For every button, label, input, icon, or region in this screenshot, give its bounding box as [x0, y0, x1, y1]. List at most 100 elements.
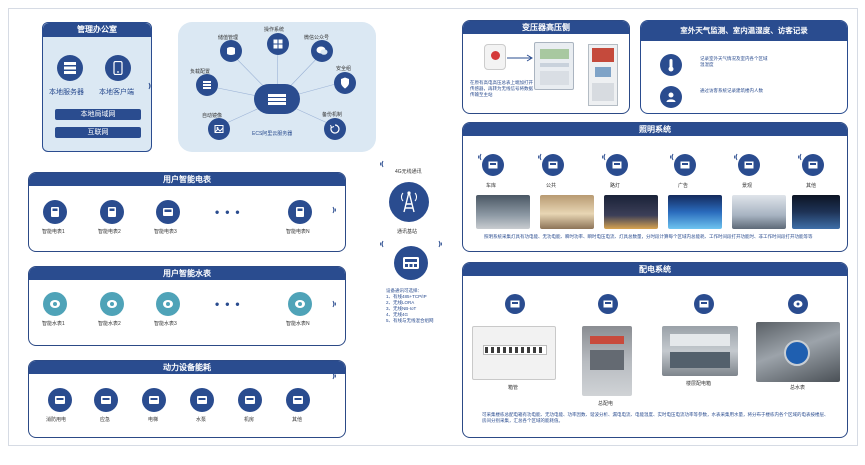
thermometer-icon	[660, 54, 682, 76]
public-area-photo	[540, 195, 594, 229]
electric-title: 用户智能电表	[29, 173, 345, 186]
water-meter-icon-n	[288, 292, 312, 316]
comm-wifi-left-icon	[380, 240, 384, 248]
comm-option-4: 4、无线4G	[386, 312, 409, 317]
comm-wifi-right-icon	[438, 240, 442, 248]
lighting-label-1: 车库	[486, 183, 497, 189]
electric-wifi-icon	[332, 206, 336, 214]
garage-photo	[476, 195, 530, 229]
office-wifi-icon	[148, 82, 152, 90]
electric-meter-icon-n	[288, 200, 312, 224]
client-label: 本地客户端	[99, 89, 134, 96]
power-wifi-icon	[332, 372, 336, 380]
office-panel: 管理办公室 本地服务器 本地客户端 本地局域网 互联网	[42, 22, 152, 152]
meter-device-image	[534, 42, 574, 90]
emergency-icon	[94, 388, 118, 412]
electric-meter-icon-3	[156, 200, 180, 224]
advertising-photo	[668, 195, 722, 229]
water-meter-icon-2	[100, 292, 124, 316]
lighting-wifi-icon-3	[598, 148, 606, 166]
lighting-desc: 照明系统采集灯具有功电能、无功电能、瞬时功率、瞬时电压电流、灯具总数量，分时段计…	[484, 234, 813, 239]
cloud-node-label-0: 储值管理	[218, 35, 239, 41]
lighting-meter-icon-1	[482, 154, 504, 176]
transformer-title: 变压器高压侧	[463, 21, 629, 34]
dist-caption-0: 箱管	[508, 385, 519, 391]
transformer-desc: 在原有高电高压总表上端加打开传感器，再转为无线信号将数据传输至主站	[470, 80, 533, 97]
comm-4g-label: 4G无线通讯	[395, 169, 422, 175]
dist-meter-icon-2	[598, 294, 618, 314]
comm-gateway-icon	[394, 246, 428, 280]
dist-meter-icon-1	[505, 294, 525, 314]
os-windows-icon	[267, 33, 289, 55]
distribution-desc: 可采集楼栋总配电箱有功电能、无功电能、功率因数、谐波分析、漏电电流、电能温度、实…	[482, 412, 829, 423]
water-meter-icon-3	[156, 292, 180, 316]
breaker-box-photo	[472, 326, 556, 380]
electric-meter-label-2: 智能电表2	[98, 229, 121, 235]
lighting-wifi-icon-1	[474, 148, 482, 166]
lighting-meter-icon-6	[802, 154, 824, 176]
auto-image-icon	[208, 118, 230, 140]
electric-meter-label-1: 智能电表1	[42, 229, 65, 235]
other-light-photo	[792, 195, 840, 229]
switchgear-image	[588, 44, 618, 106]
other-power-icon	[286, 388, 310, 412]
comm-option-3: 3、无线NB-IoT	[386, 306, 417, 311]
floor-panel-photo	[662, 326, 738, 376]
lighting-label-5: 景观	[742, 183, 753, 189]
water-meter-label-1: 智能水表1	[42, 321, 65, 327]
wechat-icon	[311, 40, 333, 62]
server-label: 本地服务器	[49, 89, 84, 96]
electric-meter-label-3: 智能电表3	[154, 229, 177, 235]
lighting-label-6: 其他	[806, 183, 817, 189]
env-item-1: 记录室外天气情况及室内各个区域温湿度	[700, 56, 768, 67]
cloud-center-label: ECS阿里云服务器	[252, 131, 293, 137]
dist-water-icon	[788, 294, 808, 314]
env-title: 室外天气监测、室内温湿度、访客记录	[641, 21, 847, 41]
env-item-2: 通过访客系统记录建筑楼内人数	[700, 88, 763, 93]
office-title: 管理办公室	[43, 23, 151, 37]
base-station-label: 通讯基站	[397, 229, 418, 235]
load-config-icon	[196, 74, 218, 96]
comm-option-2: 2、无线LORA	[386, 300, 415, 305]
sensor-device-icon	[484, 44, 506, 70]
electric-ellipsis: •••	[215, 205, 246, 219]
lighting-meter-icon-2	[542, 154, 564, 176]
water-meter-label-2: 智能水表2	[98, 321, 121, 327]
lan-bar: 本地局域网	[55, 109, 141, 120]
comm-4g-wifi-icon	[380, 160, 384, 168]
lighting-title: 照明系统	[463, 123, 847, 136]
cloud-node-label-4: 安全组	[336, 66, 352, 72]
water-ellipsis: •••	[215, 297, 246, 311]
dist-caption-1: 总配电	[598, 401, 614, 407]
electric-meter-icon-2	[100, 200, 124, 224]
cloud-node-label-3: 负载配置	[190, 69, 211, 75]
comm-options: 设备通讯可选择： 1、有线485+TCP/IP 2、无线LORA 3、无线NB-…	[386, 288, 464, 324]
cloud-node-label-1: 操作系统	[264, 27, 285, 33]
lighting-meter-icon-4	[674, 154, 696, 176]
main-panel-photo	[582, 326, 632, 396]
comm-option-1: 1、有线485+TCP/IP	[386, 294, 427, 299]
lighting-label-3: 路灯	[610, 183, 621, 189]
water-title: 用户智能水表	[29, 267, 345, 280]
transformer-arrow	[507, 54, 533, 62]
env-panel: 室外天气监测、室内温湿度、访客记录	[640, 20, 848, 114]
server-icon	[57, 55, 83, 81]
lighting-wifi-icon-2	[534, 148, 542, 166]
electric-meter-label-n: 智能电表N	[286, 229, 310, 235]
fire-power-icon	[48, 388, 72, 412]
internet-bar: 互联网	[55, 127, 141, 138]
power-label-0: 消防用电	[46, 417, 67, 423]
landscape-photo	[732, 195, 786, 229]
dist-meter-icon-3	[694, 294, 714, 314]
comm-option-5: 5、有线与无线混合组网	[386, 318, 434, 323]
cloud-server-icon	[254, 84, 300, 114]
electric-meter-icon-1	[43, 200, 67, 224]
comm-intro: 设备通讯可选择：	[386, 288, 422, 293]
water-meter-icon-1	[43, 292, 67, 316]
lighting-wifi-icon-4	[666, 148, 674, 166]
cloud-node-label-6: 备份机制	[322, 112, 343, 118]
lighting-meter-icon-5	[738, 154, 760, 176]
lighting-wifi-icon-6	[794, 148, 802, 166]
client-phone-icon	[105, 55, 131, 81]
lighting-panel: 照明系统	[462, 122, 848, 252]
